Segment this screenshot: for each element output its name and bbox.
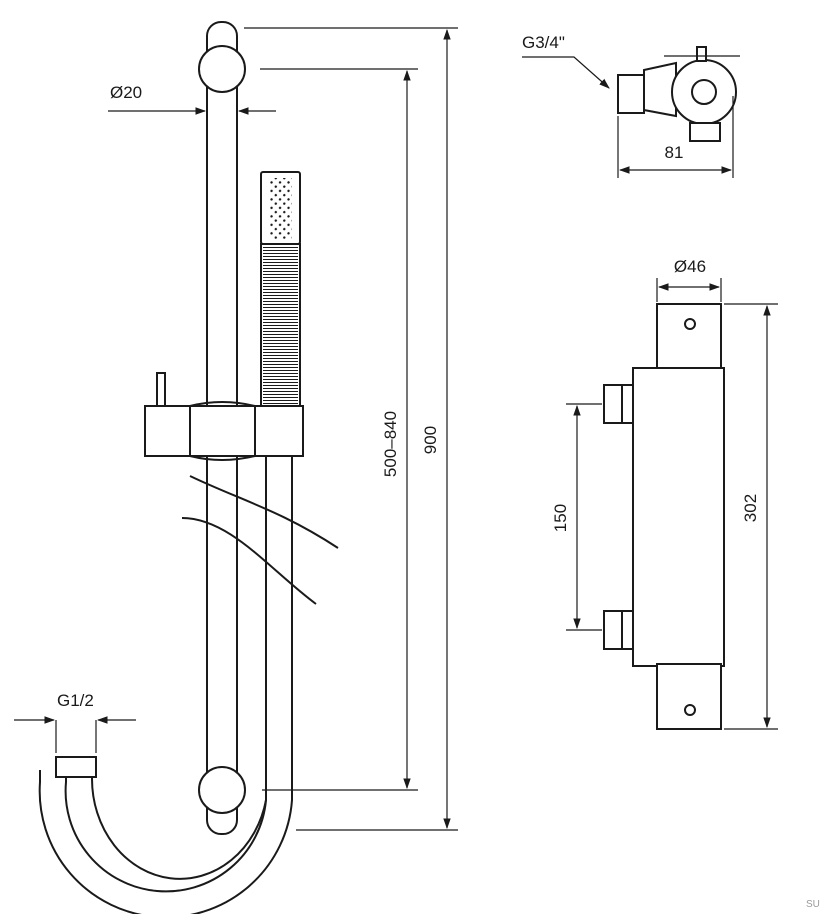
bottom-tab xyxy=(689,122,721,142)
break-line xyxy=(189,475,339,549)
total-height-dimension: 900 xyxy=(244,27,458,831)
hand-shower xyxy=(260,171,301,407)
depth-label: 81 xyxy=(665,143,684,162)
hose-connection-dimension: G1/2 xyxy=(14,691,136,753)
bottom-wall-bracket xyxy=(198,766,246,814)
slider-holder xyxy=(144,372,304,461)
bottom-cap-screw xyxy=(684,704,696,716)
valve-body-side xyxy=(643,61,677,118)
shower-rail-set xyxy=(38,21,339,914)
valve-spindle xyxy=(691,79,717,105)
main-body xyxy=(632,367,725,667)
inlet-thread-dimension: G3/4" xyxy=(522,33,610,89)
body-height-dimension: 302 xyxy=(724,303,778,730)
body-diameter-label: Ø46 xyxy=(674,257,706,276)
shower-hose xyxy=(38,456,293,914)
top-wall-bracket xyxy=(198,45,246,93)
thermostat-top-view xyxy=(617,46,740,142)
body-diameter-dimension: Ø46 xyxy=(656,257,722,302)
adjustable-height-dimension: 500–840 xyxy=(260,68,418,791)
inlet-thread-label: G3/4" xyxy=(522,33,565,52)
inlet-spacing-dimension: 150 xyxy=(551,403,602,631)
hose-connector xyxy=(55,756,97,778)
adjustable-height-label: 500–840 xyxy=(381,411,400,477)
body-height-label: 302 xyxy=(741,494,760,522)
holder-knob xyxy=(156,372,166,407)
rail-diameter-dimension: Ø20 xyxy=(108,83,276,115)
rail-diameter-label: Ø20 xyxy=(110,83,142,102)
inlet-stub xyxy=(617,74,645,114)
lower-inlet xyxy=(603,610,634,650)
break-line xyxy=(181,517,317,605)
top-cap-screw xyxy=(684,318,696,330)
depth-dimension: 81 xyxy=(617,96,734,178)
total-height-label: 900 xyxy=(421,426,440,454)
bottom-cap xyxy=(656,663,722,730)
hose-connection-label: G1/2 xyxy=(57,691,94,710)
upper-inlet xyxy=(603,384,634,424)
top-pin xyxy=(696,46,707,62)
top-cap xyxy=(656,303,722,371)
thermostat-front-view xyxy=(603,303,725,730)
watermark: SU xyxy=(806,899,820,910)
inlet-spacing-label: 150 xyxy=(551,504,570,532)
